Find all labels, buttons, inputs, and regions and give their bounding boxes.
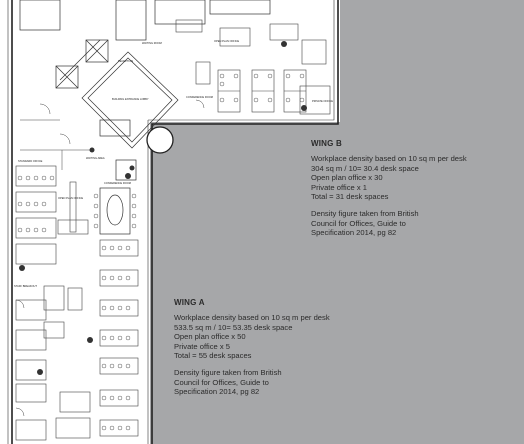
label-waiting-area: WAITING AREA xyxy=(86,157,105,160)
wing-b-total: Total = 31 desk spaces xyxy=(311,192,389,202)
label-conference-room: CONFERENCE ROOM xyxy=(186,96,213,99)
corner-column xyxy=(146,126,174,154)
wing-a-source-line3: Specification 2014, pg 82 xyxy=(174,387,260,397)
label-conference-a: CONFERENCE ROOM xyxy=(104,182,131,185)
wing-a-density-basis: Workplace density based on 10 sq m per d… xyxy=(174,313,330,323)
wing-a-source-line1: Density figure taken from British xyxy=(174,368,282,378)
wing-b-title: WING B xyxy=(311,139,342,148)
chairs xyxy=(17,73,305,431)
wing-b-source-line1: Density figure taken from British xyxy=(311,209,419,219)
wing-a-note: WING A Workplace density based on 10 sq … xyxy=(174,298,330,397)
wing-a-source-line2: Council for Offices, Guide to xyxy=(174,377,269,387)
wing-b-note: WING B Workplace density based on 10 sq … xyxy=(311,139,467,238)
building-footprint xyxy=(0,0,340,444)
wing-b-source-line2: Council for Offices, Guide to xyxy=(311,218,406,228)
label-waiting-room: WAITING ROOM xyxy=(142,42,162,45)
wing-a-title: WING A xyxy=(174,298,205,307)
wing-b-calculation: 304 sq m / 10= 30.4 desk space xyxy=(311,163,419,173)
wing-b-private-count: Private office x 1 xyxy=(311,182,367,192)
label-entrance-lobby: BUILDING ENTRANCE LOBBY xyxy=(112,98,149,101)
plants xyxy=(19,41,307,375)
wing-b-open-plan-count: Open plan office x 30 xyxy=(311,173,383,183)
inner-walls xyxy=(7,0,335,444)
open-plan-desks-wing-a xyxy=(15,165,139,441)
exterior-walls xyxy=(11,0,339,444)
wing-a-total: Total = 55 desk spaces xyxy=(174,351,252,361)
wing-a-private-count: Private office x 5 xyxy=(174,341,230,351)
wing-b-density-basis: Workplace density based on 10 sq m per d… xyxy=(311,154,467,164)
wing-a-calculation: 533.5 sq m / 10= 53.35 desk space xyxy=(174,322,293,332)
label-open-plan-b: OPEN PLAN OFFICE xyxy=(214,40,240,43)
conference-table xyxy=(99,119,137,235)
label-standard-office: STANDARD OFFICE xyxy=(18,160,43,163)
entrance-lobby xyxy=(59,39,179,149)
lift-cores xyxy=(19,0,271,89)
wing-a-open-plan-count: Open plan office x 50 xyxy=(174,332,246,342)
wing-b-source-line3: Specification 2014, pg 82 xyxy=(311,228,397,238)
open-plan-desks-wing-b xyxy=(175,19,331,115)
label-open-plan-a: OPEN PLAN OFFICE xyxy=(58,197,84,200)
label-private-office: PRIVATE OFFICE xyxy=(312,100,333,103)
doors xyxy=(15,99,205,417)
label-reception: RECEPTION xyxy=(118,60,134,63)
label-staff-breakout: STAFF BREAKOUT xyxy=(14,285,38,288)
